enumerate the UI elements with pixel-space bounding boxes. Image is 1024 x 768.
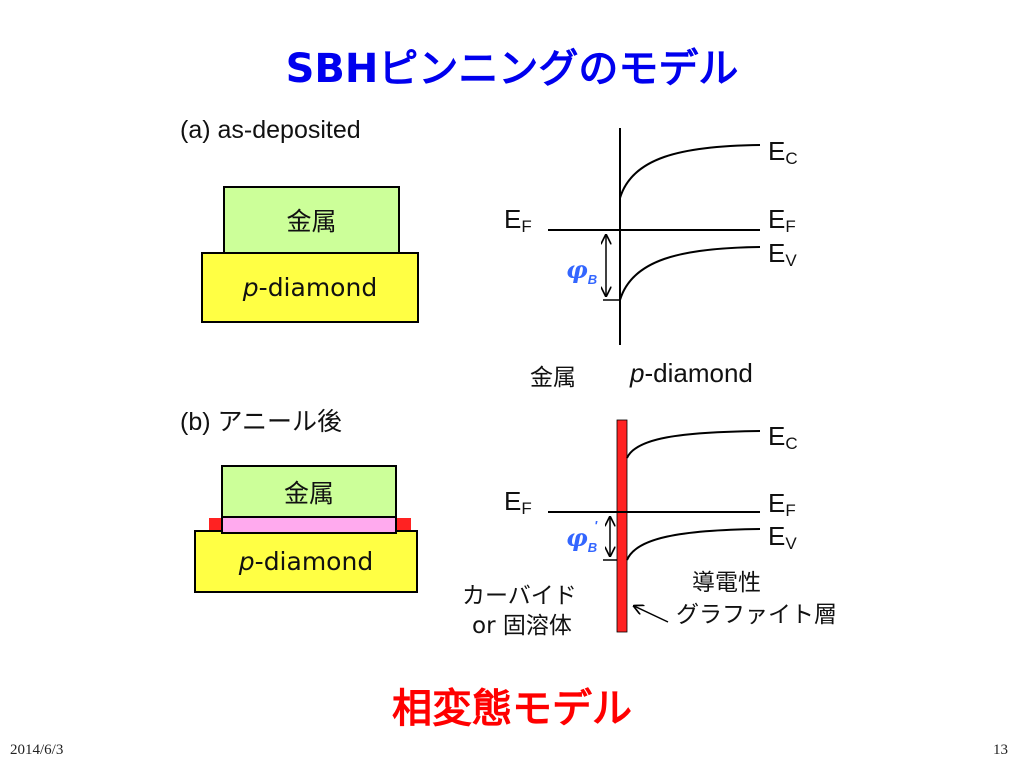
panel-a-ev-curve xyxy=(619,246,761,301)
graphite-label-line2: グラファイト層 xyxy=(676,602,837,628)
panel-b-ev-label: EV xyxy=(768,521,797,553)
panel-a-ec-curve xyxy=(619,144,761,199)
panel-a-band-diagram: EC EF EF EV φB 金属 p-diamond xyxy=(504,128,798,391)
panel-b-metal-box: 金属 xyxy=(221,465,397,518)
panel-b-ef-right-label: EF xyxy=(768,488,796,520)
panel-a-ev-label: EV xyxy=(768,238,797,270)
graphite-label-line1: 導電性 xyxy=(692,570,761,596)
panel-b-ec-curve xyxy=(626,430,761,459)
footer-date: 2014/6/3 xyxy=(10,742,64,758)
panel-a-metal-text: 金属 xyxy=(286,207,337,236)
panel-a-diamond-text: p-diamond xyxy=(242,273,378,302)
carbide-label-line1: カーバイド xyxy=(462,583,577,609)
panel-a-phi-label: φB xyxy=(566,255,597,287)
panel-a-diamond-box: p-diamond xyxy=(201,252,419,323)
panel-b-diamond-box: p-diamond xyxy=(194,530,418,593)
panel-a-ef-left-label: EF xyxy=(504,204,532,236)
model-caption: 相変態モデル xyxy=(392,686,632,732)
panel-b-label: (b) アニール後 xyxy=(180,408,343,436)
panel-b-diamond-text: p-diamond xyxy=(238,547,374,576)
panel-a-ec-label: EC xyxy=(768,136,798,168)
panel-b-phi-label: φB' xyxy=(566,518,598,555)
panel-b-ef-left-label: EF xyxy=(504,486,532,518)
panel-a-label: (a) as-deposited xyxy=(180,116,361,144)
slide-title: SBHピンニングのモデル xyxy=(285,46,739,92)
panel-a-diamond-label: p-diamond xyxy=(629,358,753,388)
panel-b-band-diagram: EC EF EF EV φB' カーバイド or 固溶体 導電性 グラファイト層 xyxy=(462,419,837,639)
panel-b-metal-text: 金属 xyxy=(283,478,334,508)
panel-a-ef-right-label: EF xyxy=(768,204,796,236)
panel-b-graphite-layer xyxy=(616,419,628,633)
carbide-label-line2: or 固溶体 xyxy=(472,613,572,639)
panel-a-metal-label: 金属 xyxy=(530,365,576,391)
graphite-pointer-arrow xyxy=(634,606,669,623)
panel-b-ev-curve xyxy=(626,528,761,561)
page-number: 13 xyxy=(993,742,1008,758)
panel-b-ec-label: EC xyxy=(768,421,798,453)
